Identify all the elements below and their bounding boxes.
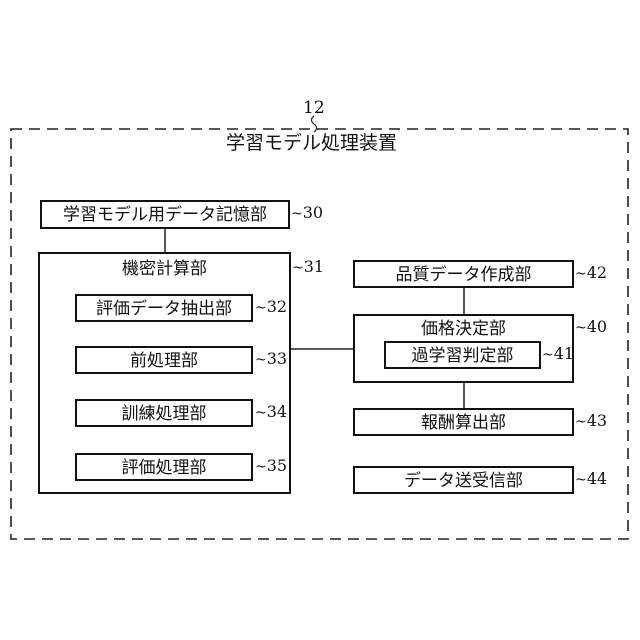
overfit-judgement-ref: ~41 — [542, 346, 574, 362]
ref-number: 40 — [587, 317, 607, 336]
ref-mark: ~ — [255, 352, 267, 368]
ref-mark: ~ — [575, 320, 587, 336]
quality-data-ref: ~42 — [575, 265, 607, 281]
ref-mark: ~ — [291, 206, 303, 222]
secure-compute-ref: ~31 — [292, 259, 324, 275]
ref-number: 30 — [303, 203, 323, 222]
pricing-ref: ~40 — [575, 319, 607, 335]
preprocessing-box: 前処理部 — [75, 346, 253, 374]
ref-number: 41 — [554, 344, 574, 363]
pricing-label: 価格決定部 — [355, 321, 572, 338]
overfit-judgement-label: 過学習判定部 — [386, 348, 539, 365]
ref-mark: ~ — [575, 472, 587, 488]
evaluation-process-label: 評価処理部 — [77, 460, 251, 477]
ref-number: 32 — [267, 297, 287, 316]
ref-number: 35 — [267, 456, 287, 475]
quality-data-label: 品質データ作成部 — [355, 267, 572, 284]
evaluation-process-box: 評価処理部 — [75, 453, 253, 481]
data-transceiver-box: データ送受信部 — [353, 466, 574, 494]
ref-mark: ~ — [575, 266, 587, 282]
quality-data-box: 品質データ作成部 — [353, 260, 574, 288]
ref-number: 43 — [587, 411, 607, 430]
overfit-judgement-box: 過学習判定部 — [384, 341, 541, 369]
ref-mark: ~ — [292, 260, 304, 276]
training-process-box: 訓練処理部 — [75, 399, 253, 427]
eval-data-extraction-ref: ~32 — [255, 299, 287, 315]
data-transceiver-label: データ送受信部 — [355, 473, 572, 490]
ref-number: 34 — [267, 402, 287, 421]
ref-number: 31 — [304, 257, 324, 276]
evaluation-process-ref: ~35 — [255, 458, 287, 474]
data-transceiver-ref: ~44 — [575, 471, 607, 487]
ref-number: 33 — [267, 349, 287, 368]
ref-mark: ~ — [575, 414, 587, 430]
reward-calc-label: 報酬算出部 — [355, 415, 572, 432]
preprocessing-ref: ~33 — [255, 351, 287, 367]
ref-number: 44 — [587, 469, 607, 488]
secure-compute-label: 機密計算部 — [40, 261, 289, 278]
ref-mark: ~ — [542, 347, 554, 363]
training-process-label: 訓練処理部 — [77, 406, 251, 423]
ref-mark: ~ — [255, 405, 267, 421]
ref-mark: ~ — [255, 300, 267, 316]
device-ref-leader — [312, 116, 317, 132]
preprocessing-label: 前処理部 — [77, 353, 251, 370]
model-data-storage-ref: ~30 — [291, 205, 323, 221]
model-data-storage-box: 学習モデル用データ記憶部 — [40, 200, 290, 229]
device-ref-number: 12 — [303, 100, 325, 117]
eval-data-extraction-label: 評価データ抽出部 — [77, 301, 251, 318]
device-title: 学習モデル処理装置 — [226, 134, 397, 153]
eval-data-extraction-box: 評価データ抽出部 — [75, 294, 253, 322]
model-data-storage-label: 学習モデル用データ記憶部 — [42, 207, 288, 224]
ref-number: 42 — [587, 263, 607, 282]
reward-calc-ref: ~43 — [575, 413, 607, 429]
training-process-ref: ~34 — [255, 404, 287, 420]
ref-mark: ~ — [255, 459, 267, 475]
reward-calc-box: 報酬算出部 — [353, 408, 574, 436]
